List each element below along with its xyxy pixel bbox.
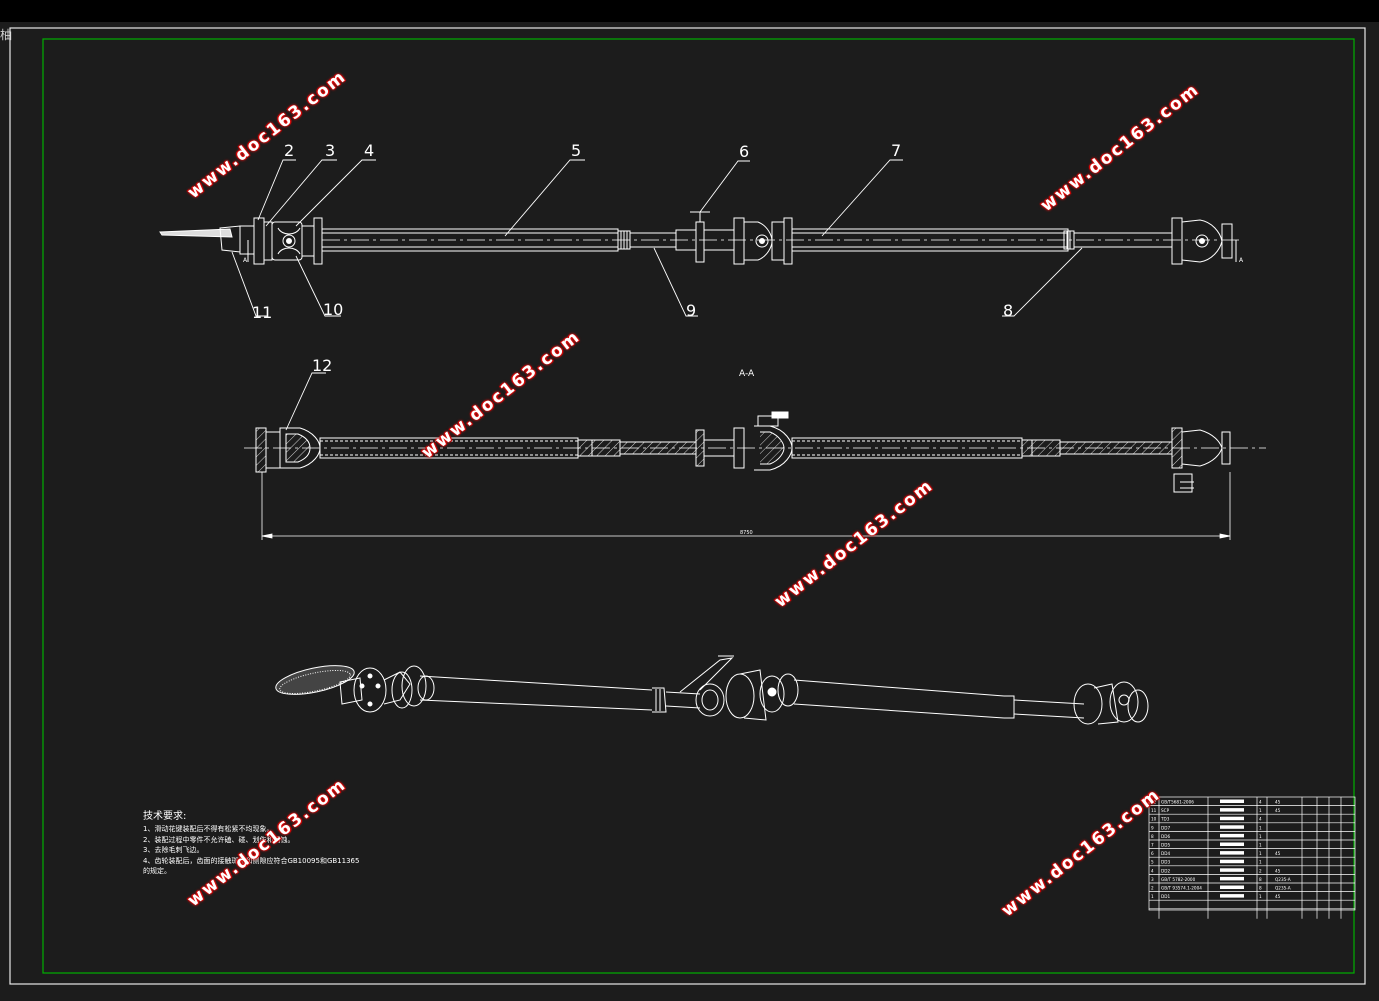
bom-cell-qty: 1 <box>1259 843 1262 848</box>
callout-9: 9 <box>686 301 696 320</box>
bom-cell-qty: 1 <box>1259 860 1262 865</box>
bom-cell-name <box>1220 894 1244 898</box>
bom-cell-no: 8 <box>1151 834 1154 839</box>
bom-cell-no: 3 <box>1151 877 1154 882</box>
tech-item: 1、滑动花键装配后不得有松紧不均现象。 <box>143 825 274 833</box>
tech-title: 技术要求: <box>143 811 187 822</box>
bom-cell-qty: 4 <box>1259 817 1262 822</box>
bom-cell-name <box>1220 851 1244 855</box>
technical-requirements: 技术要求: 1、滑动花键装配后不得有松紧不均现象。 2、装配过程中零件不允许磕、… <box>143 810 359 877</box>
tech-item: 4、齿轮装配后，齿面的接触斑点和侧隙应符合GB10095和GB11365 <box>143 856 360 865</box>
bom-cell-code: DD7 <box>1161 825 1170 830</box>
bom-cell-no: 4 <box>1151 868 1154 873</box>
bom-cell-code: GB/T 5782-2000 <box>1161 877 1196 882</box>
callout-8: 8 <box>1003 301 1013 320</box>
bom-cell-code: DD1 <box>1161 894 1170 899</box>
section-mark-left: A <box>243 257 248 264</box>
tech-item: 2、装配过程中零件不允许磕、碰、划伤和锈蚀。 <box>143 835 295 844</box>
callout-3: 3 <box>325 141 335 160</box>
bom-cell-qty: 1 <box>1259 808 1262 813</box>
bom-cell-material: 45 <box>1275 868 1281 873</box>
bom-cell-code: DD5 <box>1161 843 1170 848</box>
bom-cell-code: DD6 <box>1161 834 1170 839</box>
callout-10: 10 <box>323 300 343 319</box>
bom-cell-name <box>1220 859 1244 864</box>
bom-cell-qty: 4 <box>1259 800 1262 805</box>
callout-7: 7 <box>891 141 901 160</box>
section-title: A-A <box>739 369 755 379</box>
isometric-view <box>275 655 1149 725</box>
bom-cell-code: GB/T5681-2006 <box>1161 800 1194 805</box>
bom-cell-no: 5 <box>1151 860 1154 865</box>
corner-label: 柚 <box>0 28 13 42</box>
tech-item: 3、去除毛刺飞边。 <box>143 846 204 854</box>
bom-cell-material: Q235-A <box>1275 877 1291 882</box>
bom-cell-material: 45 <box>1275 894 1281 899</box>
bom-cell-no: 1 <box>1151 894 1154 899</box>
dimension-line <box>261 472 1231 540</box>
callout-5: 5 <box>571 141 581 160</box>
bom-cell-no: 6 <box>1151 851 1154 856</box>
bom-cell-name <box>1220 833 1244 838</box>
section-mark-right: A <box>1239 257 1244 264</box>
bom-cell-code: SCP <box>1161 808 1170 813</box>
bom-cell-name <box>1220 808 1244 812</box>
bom-cell-name <box>1220 799 1244 803</box>
callout-2: 2 <box>284 141 294 160</box>
callout-6: 6 <box>739 142 749 161</box>
bom-cell-qty: 1 <box>1259 851 1262 856</box>
bom-cell-material: 45 <box>1275 800 1281 805</box>
callout-leaders <box>231 159 1083 431</box>
outer-frame <box>9 27 1366 985</box>
bom-cell-no: 2 <box>1151 886 1154 891</box>
top-black-bar <box>0 0 1379 22</box>
callout-12: 12 <box>312 356 332 375</box>
dimension-value: 8750 <box>740 530 753 536</box>
bom-cell-name <box>1220 868 1244 872</box>
bom-cell-name <box>1220 816 1244 821</box>
bom-cell-name <box>1220 842 1244 846</box>
section-view-assembly <box>244 411 1266 493</box>
bom-cell-no: 12 <box>1151 800 1157 805</box>
bom-cell-no: 9 <box>1151 825 1154 830</box>
bom-cell-material: 45 <box>1275 808 1281 813</box>
bom-cell-code: GB/T 93574.1-2004 <box>1161 886 1202 891</box>
bom-cell-qty: 8 <box>1259 877 1262 882</box>
inner-frame <box>42 38 1355 974</box>
bom-cell-name <box>1220 825 1244 829</box>
bom-cell-name <box>1220 885 1244 889</box>
bom-cell-material: Q235-A <box>1275 886 1291 891</box>
bom-cell-material: 45 <box>1275 851 1281 856</box>
bom-cell-code: DD3 <box>1161 860 1170 865</box>
bom-cell-no: 7 <box>1151 843 1154 848</box>
callout-4: 4 <box>364 141 374 160</box>
tech-item: 的规定。 <box>143 867 171 875</box>
bom-cell-name <box>1220 876 1244 881</box>
bom-cell-no: 10 <box>1151 817 1157 822</box>
bom-cell-code: DD4 <box>1161 851 1170 856</box>
bom-cell-qty: 8 <box>1259 886 1262 891</box>
bom-cell-code: DD2 <box>1161 868 1170 873</box>
front-view-assembly <box>159 211 1240 265</box>
bom-cell-qty: 1 <box>1259 825 1262 830</box>
bom-cell-qty: 2 <box>1259 868 1262 873</box>
bom-cell-qty: 1 <box>1259 834 1262 839</box>
bom-cell-no: 11 <box>1151 808 1157 813</box>
callout-11: 11 <box>252 303 272 322</box>
bom-cell-code: TD3 <box>1160 817 1170 822</box>
bom-cell-qty: 1 <box>1259 894 1262 899</box>
